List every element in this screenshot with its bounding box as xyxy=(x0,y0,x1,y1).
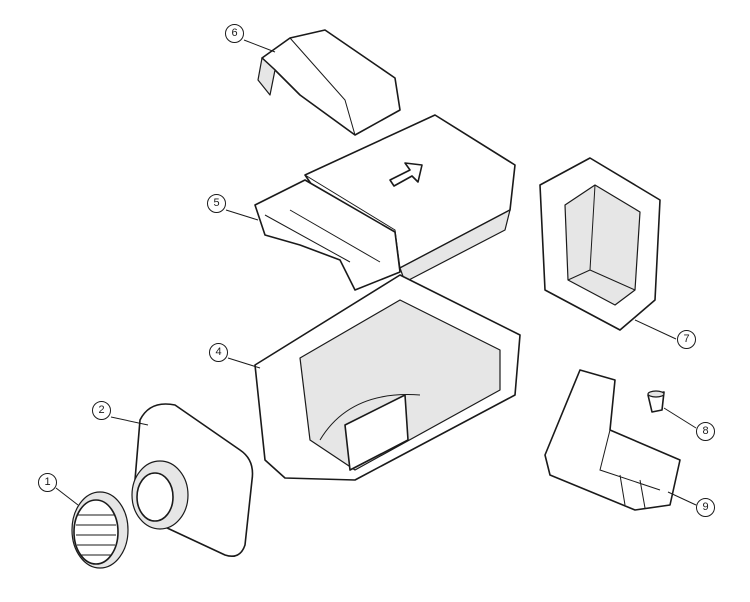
part-top-cap xyxy=(257,29,401,136)
callout-8: 8 xyxy=(696,422,715,441)
callout-1: 1 xyxy=(38,473,57,492)
part-grille xyxy=(71,491,129,569)
callout-9: 9 xyxy=(696,498,715,517)
callout-5: 5 xyxy=(207,194,226,213)
callout-4: 4 xyxy=(209,343,228,362)
part-front-cover xyxy=(131,403,254,558)
callout-2: 2 xyxy=(92,401,111,420)
part-main-body xyxy=(254,114,516,291)
part-lower-housing xyxy=(254,274,521,481)
part-rear-frame xyxy=(539,157,661,331)
part-plug xyxy=(647,390,665,413)
leader-lines xyxy=(55,39,697,506)
callout-6: 6 xyxy=(225,24,244,43)
callout-7: 7 xyxy=(677,330,696,349)
part-mounting-bracket xyxy=(544,369,681,511)
